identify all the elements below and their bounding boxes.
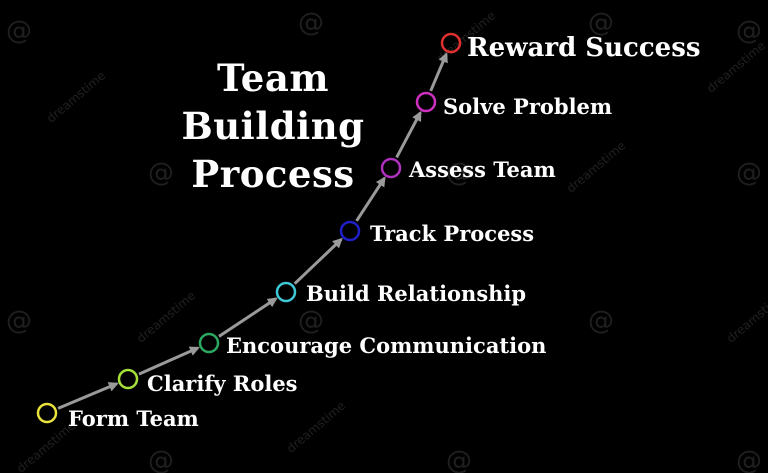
step-label-track-process: Track Process (370, 221, 535, 246)
arrow-2-to-3 (138, 346, 200, 376)
watermark-spiral-icon: @ (446, 158, 472, 188)
title-line-1: Team (217, 56, 329, 100)
step-label-build-relationship: Build Relationship (306, 281, 527, 306)
step-label-reward-success: Reward Success (467, 33, 701, 63)
watermark-spiral-icon: @ (736, 446, 762, 473)
watermark-spiral-icon: @ (736, 158, 762, 188)
arrow-6-to-7 (395, 110, 422, 159)
arrow-4-to-5 (293, 237, 343, 285)
arrow-7-to-8 (429, 52, 448, 92)
step-circle-1 (36, 402, 58, 424)
watermark-spiral-icon: @ (446, 446, 472, 473)
step-circle-2 (117, 368, 139, 390)
watermark-spiral-icon: @ (6, 16, 32, 46)
watermark-spiral-icon: @ (6, 306, 32, 336)
step-circle-8 (440, 32, 462, 54)
watermark-spiral-icon: @ (298, 8, 324, 38)
connector-arrows (57, 52, 448, 410)
arrow-3-to-4 (218, 297, 278, 338)
step-nodes (36, 32, 462, 424)
watermark-spiral-icon: @ (148, 158, 174, 188)
step-circle-7 (415, 91, 437, 113)
step-label-solve-problem: Solve Problem (443, 94, 613, 119)
step-circle-5 (339, 220, 361, 242)
title-line-3: Process (191, 152, 355, 196)
watermark-spiral-icon: @ (588, 306, 614, 336)
title-line-2: Building (181, 104, 365, 148)
step-circle-3 (198, 332, 220, 354)
watermark-spiral-icon: @ (588, 8, 614, 38)
watermark-spiral-icon: @ (736, 16, 762, 46)
arrow-1-to-2 (57, 382, 119, 410)
step-label-encourage-communication: Encourage Communication (226, 333, 547, 358)
watermark-spiral-icon: @ (148, 446, 174, 473)
step-circle-6 (380, 157, 402, 179)
step-label-form-team: Form Team (68, 406, 199, 431)
watermark-spiral-icon: @ (298, 306, 324, 336)
step-label-assess-team: Assess Team (409, 157, 556, 182)
step-circle-4 (275, 281, 297, 303)
step-label-clarify-roles: Clarify Roles (147, 371, 298, 396)
arrow-5-to-6 (355, 176, 386, 222)
